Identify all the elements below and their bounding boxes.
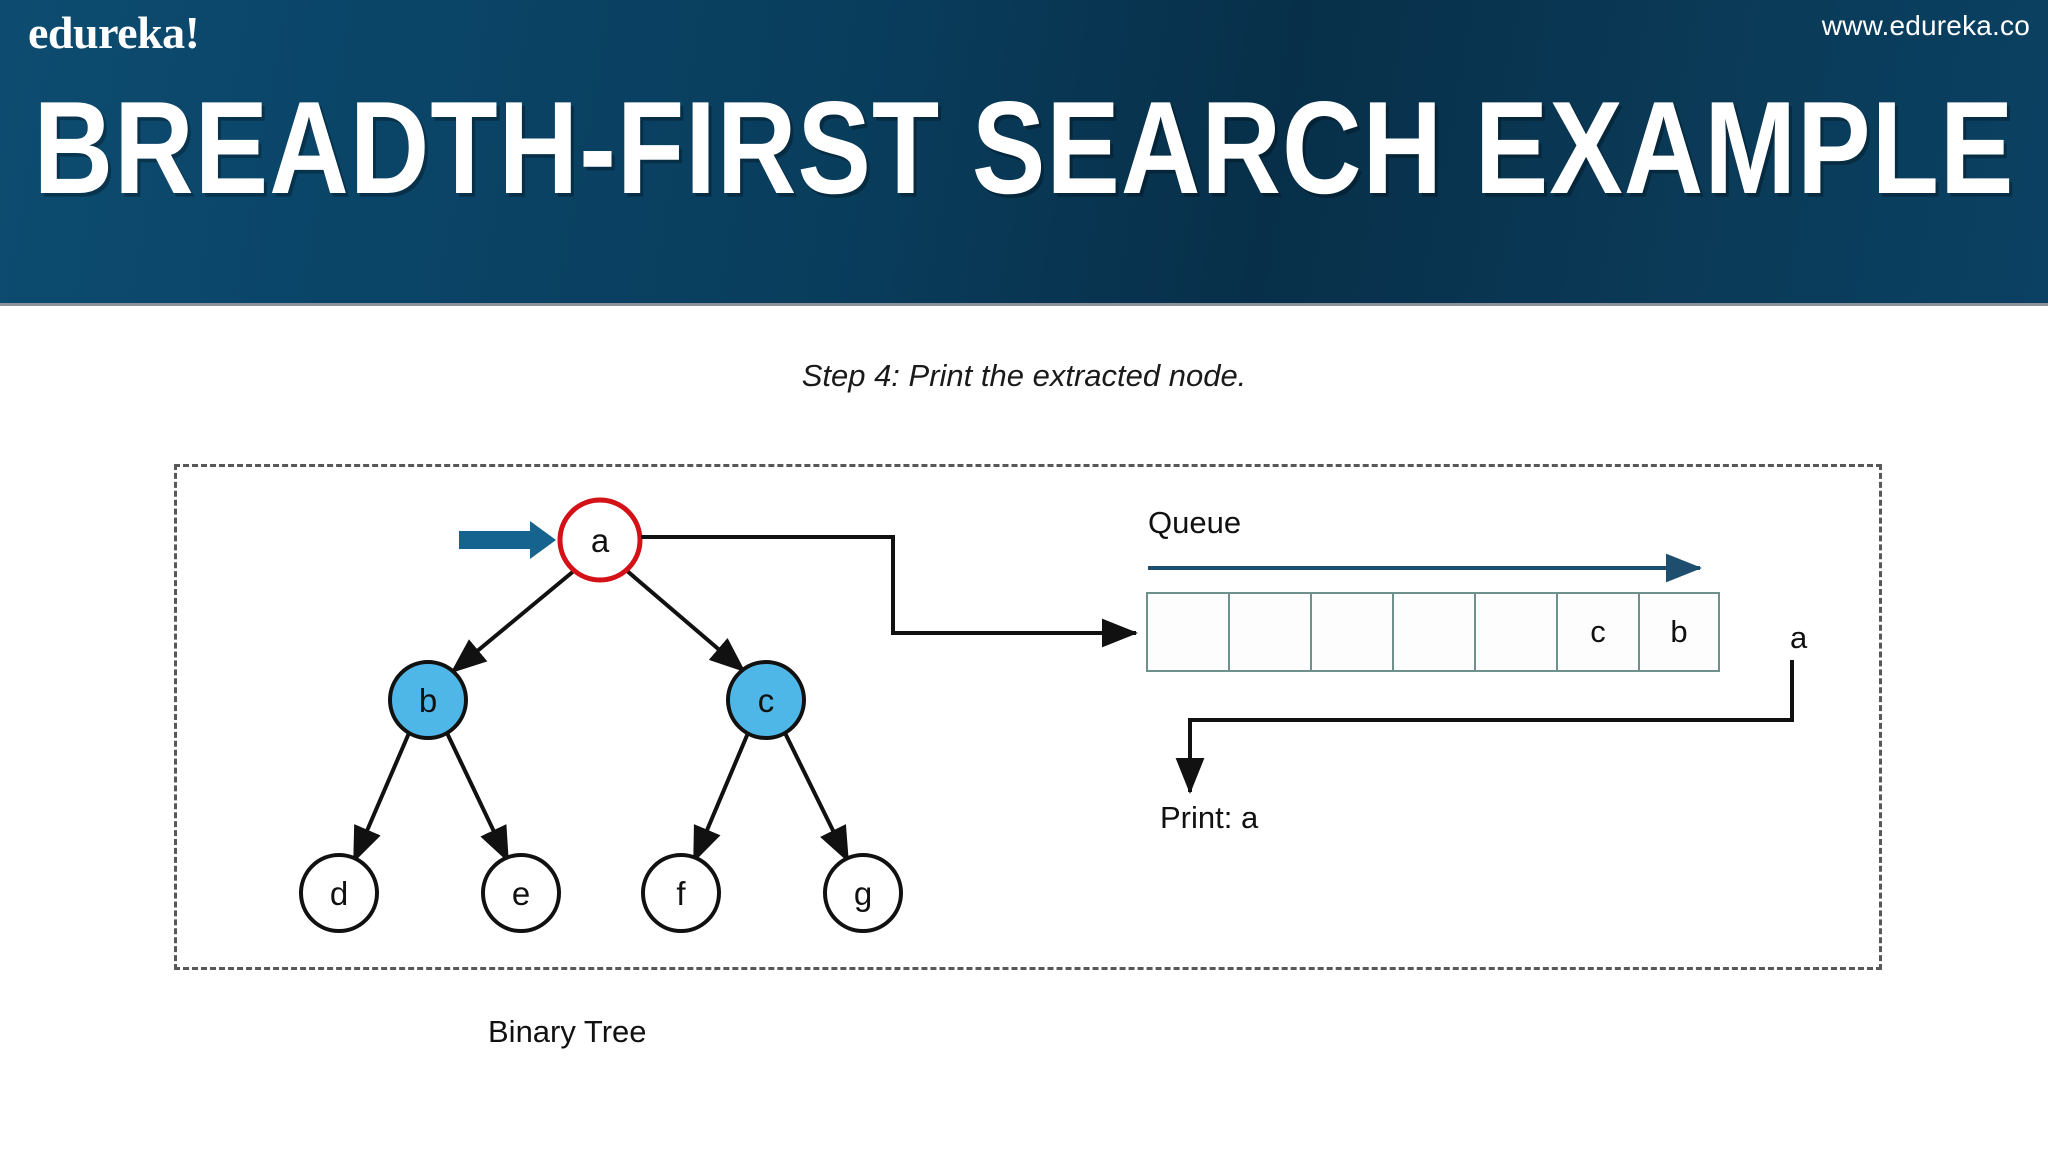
tree-node-label-g: g xyxy=(853,875,873,912)
site-url-label: www.edureka.co xyxy=(1821,10,2030,41)
tree-node-label-c: c xyxy=(757,682,775,719)
slide-header: edureka! www.edureka.co BREADTH-FIRST SE… xyxy=(0,0,2048,305)
page-title: BREADTH-FIRST SEARCH EXAMPLE xyxy=(33,73,2015,222)
diagram-frame xyxy=(174,464,1882,970)
queue-cell-0[interactable] xyxy=(1146,592,1228,672)
tree-node-label-b: b xyxy=(418,682,438,719)
queue-cell-3[interactable] xyxy=(1392,592,1474,672)
binary-tree-caption: Binary Tree xyxy=(488,1014,647,1049)
queue-dequeued-label: a xyxy=(1790,620,1808,655)
queue-cell-6[interactable]: b xyxy=(1638,592,1720,672)
tree-node-label-d: d xyxy=(329,875,349,912)
queue-cell-2[interactable] xyxy=(1310,592,1392,672)
step-caption: Step 4: Print the extracted node. xyxy=(801,358,1247,393)
queue-cell-5[interactable]: c xyxy=(1556,592,1638,672)
tree-node-label-e: e xyxy=(511,875,531,912)
header-divider xyxy=(0,303,2048,306)
tree-node-label-a: a xyxy=(590,522,610,559)
queue-title: Queue xyxy=(1148,505,1242,540)
tree-node-label-f: f xyxy=(676,875,686,912)
queue-cell-1[interactable] xyxy=(1228,592,1310,672)
queue-cell-4[interactable] xyxy=(1474,592,1556,672)
print-output-label: Print: a xyxy=(1160,800,1259,835)
queue-cells: c b xyxy=(1146,592,1720,672)
edureka-logo: edureka! xyxy=(28,7,200,58)
